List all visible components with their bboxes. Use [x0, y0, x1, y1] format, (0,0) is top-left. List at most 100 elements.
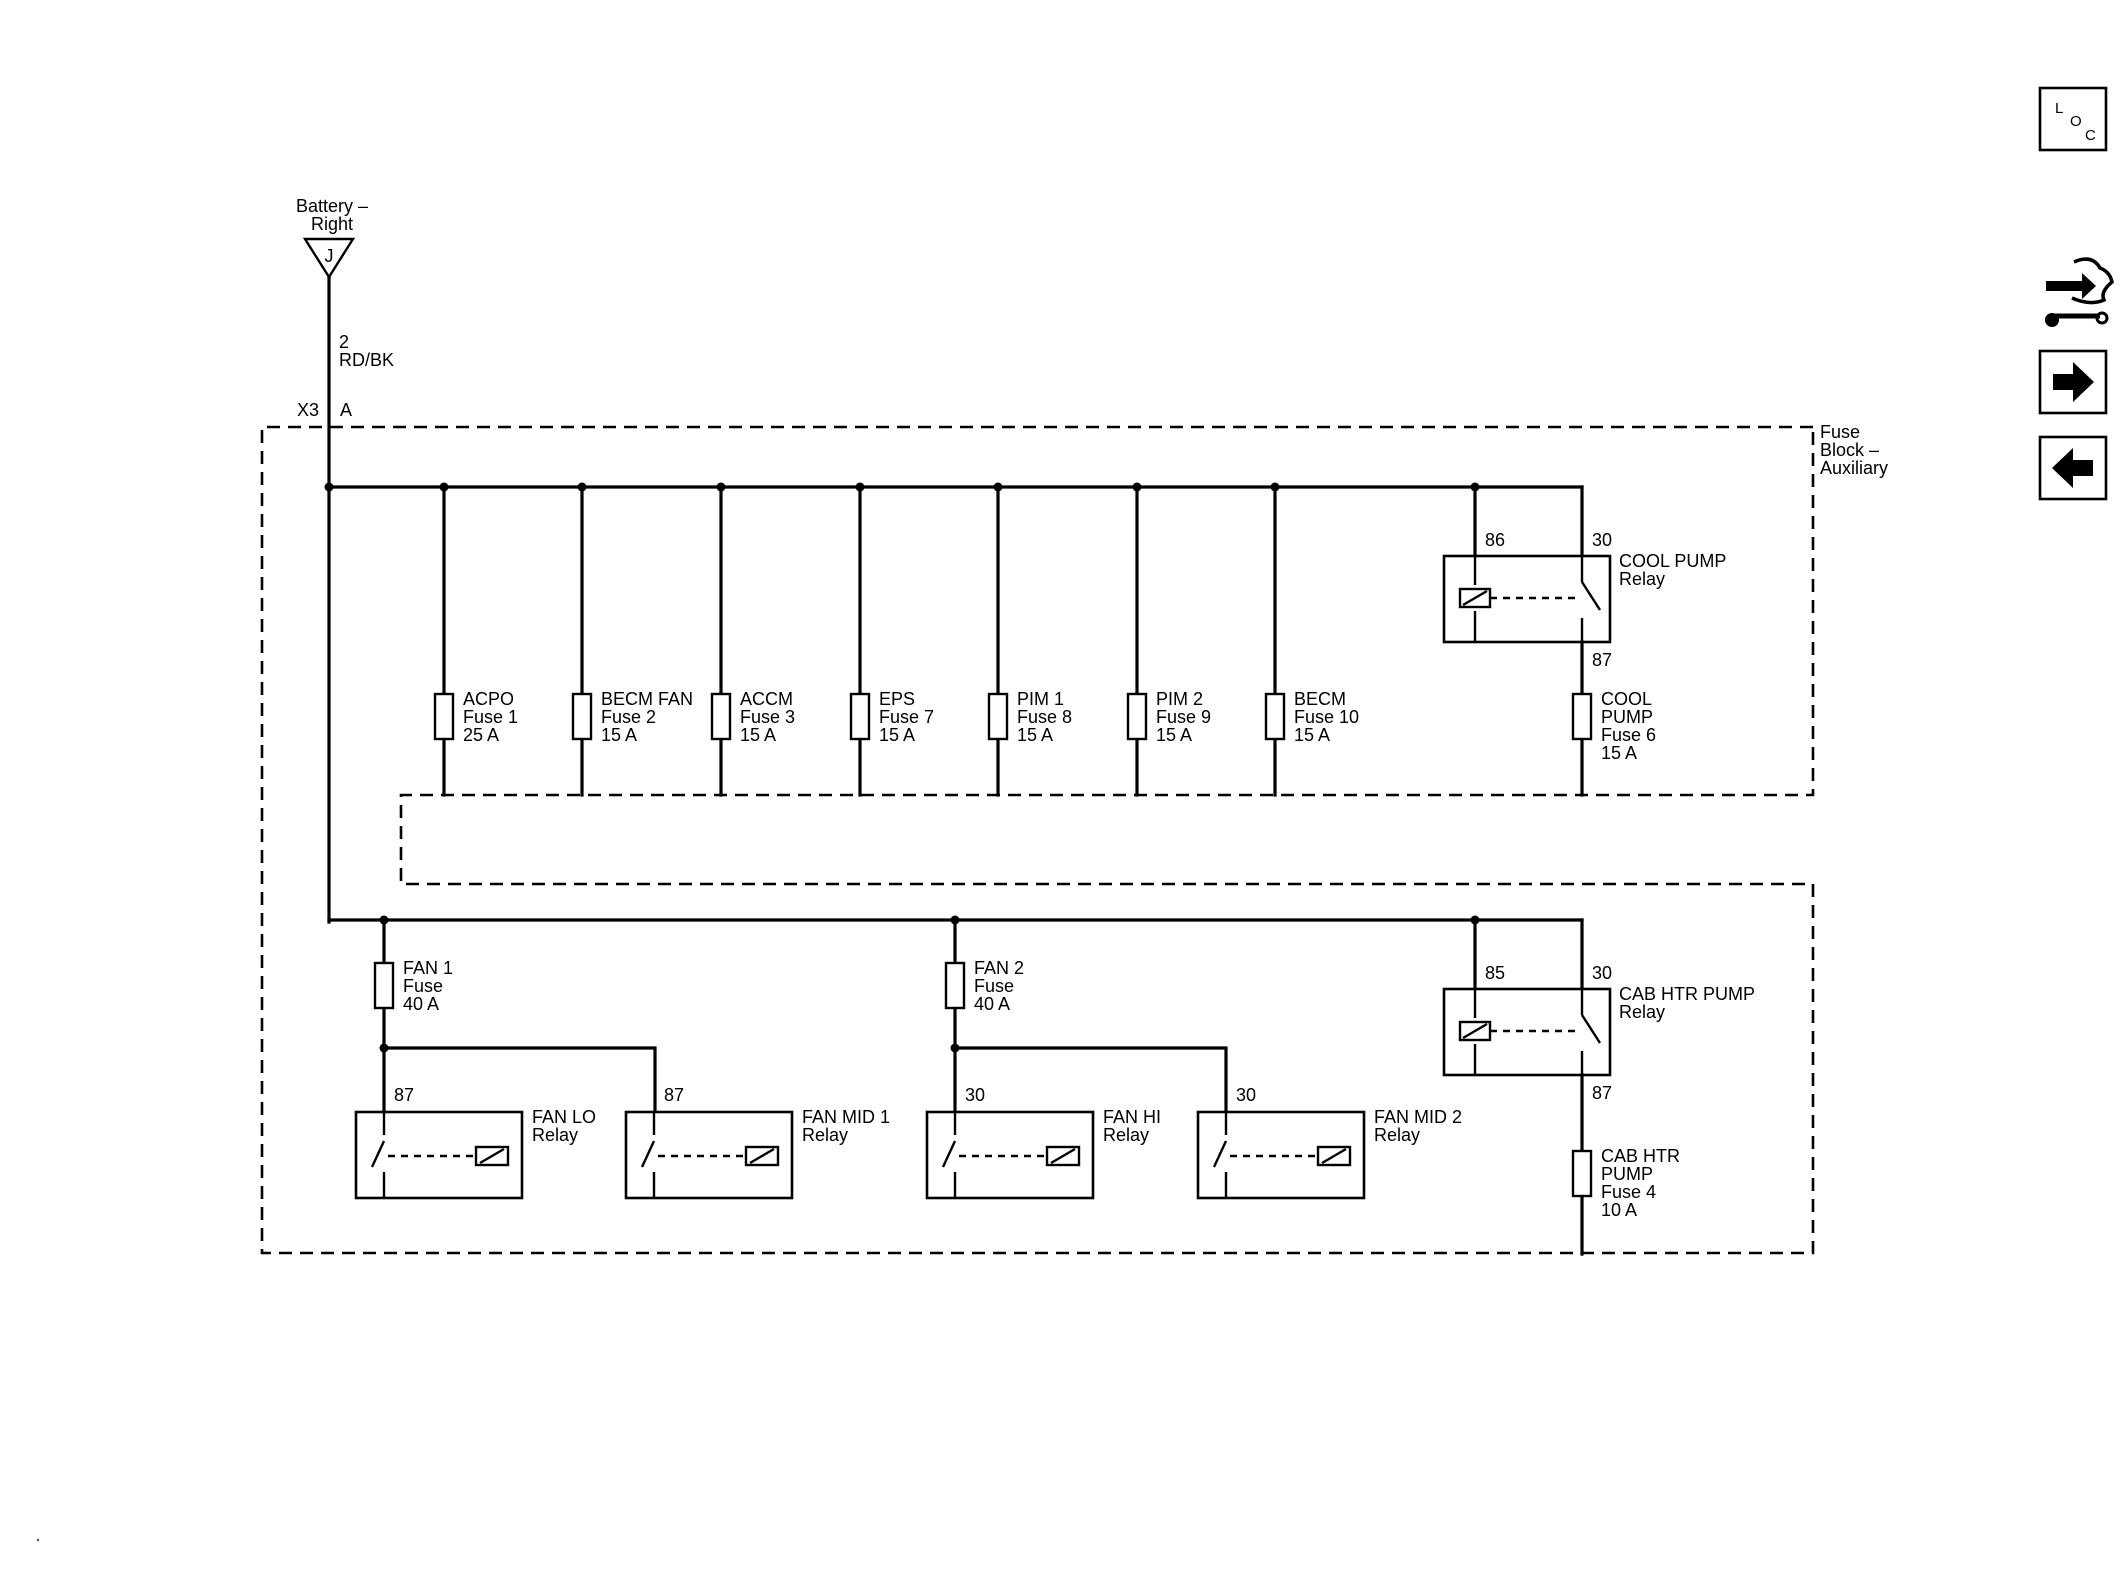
- fan-relay-name: FAN MID 1: [802, 1107, 890, 1127]
- fuse-label-l1: EPS: [879, 689, 915, 709]
- fan2-fuse-l3: 40 A: [974, 994, 1010, 1014]
- cool-pump-relay-type: Relay: [1619, 569, 1665, 589]
- cab-htr-fuse-l1: CAB HTR: [1601, 1146, 1680, 1166]
- cool-pump-fuse-l1: COOL: [1601, 689, 1652, 709]
- loc-letter-c: C: [2085, 127, 2096, 144]
- cool-pump-relay-name: COOL PUMP: [1619, 551, 1726, 571]
- fuse-label-l1: PIM 1: [1017, 689, 1064, 709]
- fan-relay-name: FAN MID 2: [1374, 1107, 1462, 1127]
- corner-dot: [36, 1538, 40, 1542]
- fuse-label-l1: BECM: [1294, 689, 1346, 709]
- fuse-label-l2: Fuse 1: [463, 707, 518, 727]
- fan1-fuse-l2: Fuse: [403, 976, 443, 996]
- connector-pin: A: [340, 400, 352, 420]
- cab-htr-relay-name: CAB HTR PUMP: [1619, 984, 1755, 1004]
- fuse-block-label: Fuse Block – Auxiliary: [1820, 422, 1888, 478]
- wire-circuit-number: 2: [339, 332, 349, 352]
- wire-color: RD/BK: [339, 350, 394, 370]
- fuse-splice: [855, 482, 865, 492]
- fuse-splice: [716, 482, 726, 492]
- fuse-block-label-line1: Fuse: [1820, 422, 1860, 442]
- fuse-label-l1: PIM 2: [1156, 689, 1203, 709]
- arrow-right-icon[interactable]: [2038, 349, 2108, 415]
- fan-relay-coil: [1316, 1145, 1352, 1167]
- fan-relay-pin: 30: [965, 1085, 985, 1105]
- fuse-splice: [993, 482, 1003, 492]
- fan2-fuse-l1: FAN 2: [974, 958, 1024, 978]
- fan-relay-pin: 30: [1236, 1085, 1256, 1105]
- fan-relay-switch: [370, 1140, 386, 1168]
- fan2-fuse-branch: FAN 2 Fuse 40 A: [944, 918, 1228, 1114]
- battery-connector-letter: J: [325, 246, 334, 266]
- connector-id: X3: [297, 400, 319, 420]
- cab-htr-fuse-l2: PUMP: [1601, 1164, 1653, 1184]
- fuse-label-l3: 15 A: [1017, 725, 1053, 745]
- fuse-label-l2: Fuse 10: [1294, 707, 1359, 727]
- battery-label-line2: Right: [311, 214, 353, 234]
- fan1-fuse-branch: FAN 1 Fuse 40 A: [373, 918, 657, 1114]
- fan1-fuse: [373, 961, 395, 1010]
- fuse-symbol: [1264, 692, 1286, 741]
- cab-htr-pin-85: 85: [1485, 963, 1505, 983]
- cool-pump-fuse-l4: 15 A: [1601, 743, 1637, 763]
- cab-htr-pin-30: 30: [1592, 963, 1612, 983]
- fan-relay-type: Relay: [802, 1125, 848, 1145]
- cool-pump-fuse-l3: Fuse 6: [1601, 725, 1656, 745]
- fuse-label-l2: Fuse 3: [740, 707, 795, 727]
- fuse-label-l1: BECM FAN: [601, 689, 693, 709]
- location-button[interactable]: L O C: [2038, 86, 2108, 152]
- cab-htr-fuse-l4: 10 A: [1601, 1200, 1637, 1220]
- fan-relay-coil: [744, 1145, 780, 1167]
- fuse-symbol: [571, 692, 593, 741]
- cool-pump-relay-box: [1442, 554, 1612, 644]
- fan-relay-type: Relay: [1374, 1125, 1420, 1145]
- fuse-label-l2: Fuse 8: [1017, 707, 1072, 727]
- fuse-symbol: [849, 692, 871, 741]
- connector-repair-icon[interactable]: [2045, 257, 2114, 327]
- fan-relay-box: [925, 1110, 1095, 1200]
- fuse-block-label-line2: Block –: [1820, 440, 1879, 460]
- fuse-label-l2: Fuse 7: [879, 707, 934, 727]
- fuse-splice: [577, 482, 587, 492]
- fan-relay-coil: [474, 1145, 510, 1167]
- fuse-label-l2: Fuse 9: [1156, 707, 1211, 727]
- fan-relay-type: Relay: [532, 1125, 578, 1145]
- fan-relay-coil: [1045, 1145, 1081, 1167]
- fan-relay-pin: 87: [664, 1085, 684, 1105]
- cool-pump-pin-30: 30: [1592, 530, 1612, 550]
- cab-htr-pin-87: 87: [1592, 1083, 1612, 1103]
- fuse-symbol: [433, 692, 455, 741]
- fuse-label-l2: Fuse 2: [601, 707, 656, 727]
- cab-htr-switch: [1580, 1014, 1602, 1044]
- fuse-symbol: [987, 692, 1009, 741]
- cool-pump-fuse-l2: PUMP: [1601, 707, 1653, 727]
- fuse-splice: [1270, 482, 1280, 492]
- fan-relay-name: FAN HI: [1103, 1107, 1161, 1127]
- fan2-fuse-l2: Fuse: [974, 976, 1014, 996]
- fuse-label-l3: 25 A: [463, 725, 499, 745]
- fuse-block-outline: [260, 425, 1815, 1255]
- fan-relay-type: Relay: [1103, 1125, 1149, 1145]
- fan2-fuse: [944, 961, 966, 1010]
- fan1-fuse-l1: FAN 1: [403, 958, 453, 978]
- cab-htr-fuse: [1571, 1149, 1593, 1198]
- fuse-label-l1: ACPO: [463, 689, 514, 709]
- battery-label-line1: Battery –: [296, 196, 368, 216]
- fuse-block-label-line3: Auxiliary: [1820, 458, 1888, 478]
- cab-htr-relay-box: [1442, 987, 1612, 1077]
- arrow-left-icon[interactable]: [2038, 435, 2108, 501]
- cab-htr-relay-type: Relay: [1619, 1002, 1665, 1022]
- fuse-label-l3: 15 A: [740, 725, 776, 745]
- fuse-label-l3: 15 A: [1156, 725, 1192, 745]
- fan-relay-switch: [1212, 1140, 1228, 1168]
